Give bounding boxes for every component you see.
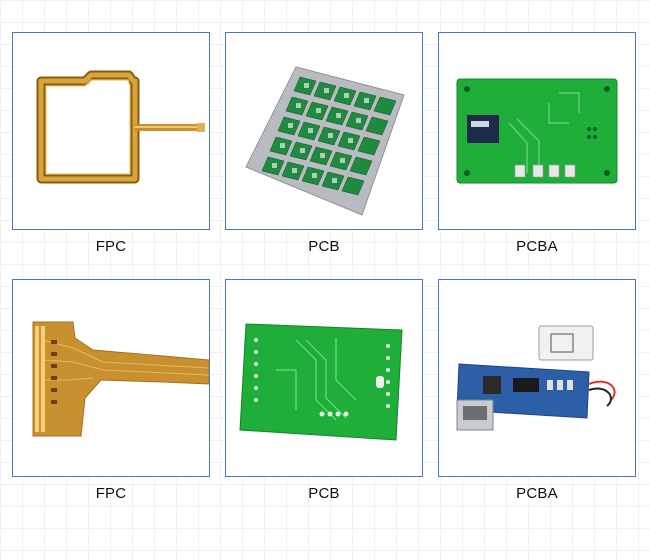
pcb-green-board-icon bbox=[239, 323, 403, 441]
product-image-frame[interactable] bbox=[225, 279, 423, 477]
product-label: PCB bbox=[308, 238, 340, 255]
product-image-frame[interactable] bbox=[225, 32, 423, 230]
product-label: PCB bbox=[308, 485, 340, 502]
product-image-frame[interactable] bbox=[438, 279, 636, 477]
pcb-panel-icon bbox=[245, 66, 405, 216]
product-image-frame[interactable] bbox=[12, 32, 210, 230]
fpc-flex-cable-icon bbox=[32, 321, 209, 437]
product-image-frame[interactable] bbox=[12, 279, 210, 477]
product-label: PCBA bbox=[516, 485, 558, 502]
pcba-relay-board-icon bbox=[456, 78, 618, 184]
fpc-coil-icon bbox=[36, 70, 205, 184]
pcba-power-bank-icon bbox=[456, 325, 616, 431]
product-label: FPC bbox=[95, 485, 127, 502]
product-image-frame[interactable] bbox=[438, 32, 636, 230]
product-label: PCBA bbox=[516, 238, 558, 255]
product-label: FPC bbox=[95, 238, 127, 255]
